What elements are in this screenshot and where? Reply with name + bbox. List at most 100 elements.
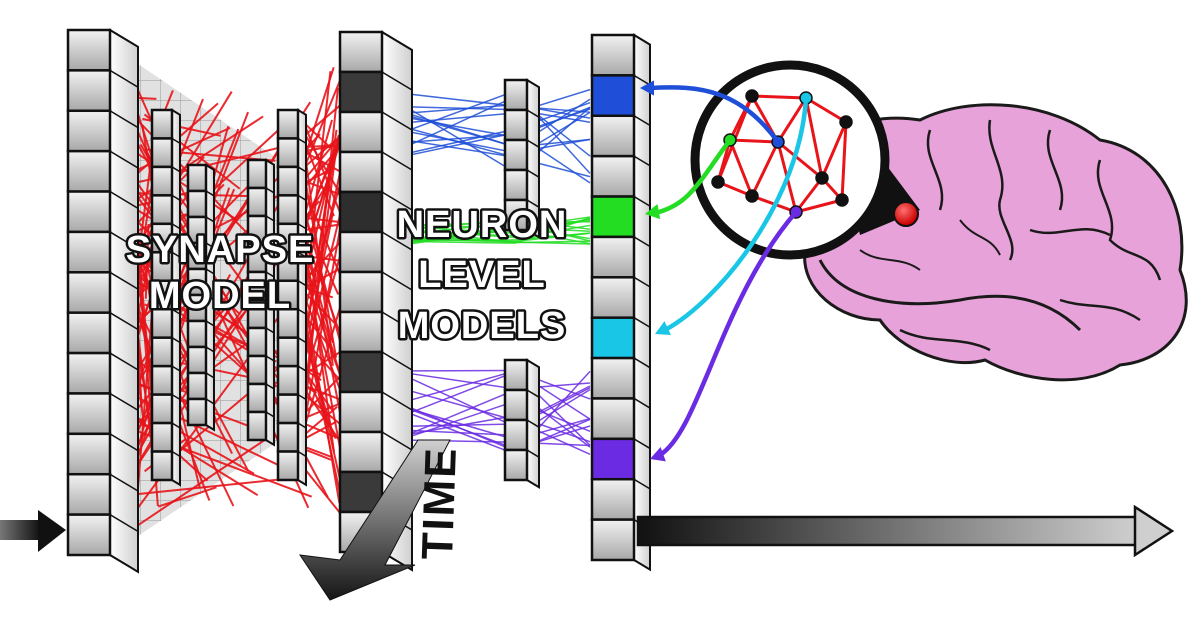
column-cell [503,108,529,142]
column-cell [150,393,174,425]
neuron-model-column-top [503,78,540,239]
column-cell [246,186,268,218]
column-cell [338,190,384,234]
column-cell [338,110,384,154]
column-cell [276,137,300,169]
neuron-label-line2: LEVEL [418,254,545,296]
column-cell [186,371,208,401]
column-cell [338,390,384,434]
time-arrow [298,439,451,601]
column-cell [66,109,112,153]
network-node [745,89,759,103]
column-cell [66,190,112,234]
column-cell [186,345,208,375]
neuron-label-line3: MODELS [398,305,567,347]
synapse-label-line2: MODEL [149,275,291,317]
column-cell [276,165,300,197]
column-cell [246,158,268,190]
column-cell [276,108,300,140]
column-cell [338,310,384,354]
column-cell [503,78,529,112]
column-cell [590,437,636,481]
column-cell [503,418,529,452]
column-cell [66,311,112,355]
column-cell [150,194,174,226]
synapse-inner-column-1 [150,108,181,487]
column-cell [338,230,384,274]
column-cell [276,450,300,482]
column-cell [66,513,112,557]
column-cell [503,168,529,202]
column-cell [276,421,300,453]
column-cell [66,69,112,113]
column-cell [186,319,208,349]
network-node [711,175,725,189]
column-cell [150,108,174,140]
column-cell [66,432,112,476]
cell-columns [66,28,651,574]
column-cell [66,351,112,395]
column-cell [150,137,174,169]
column-cell [590,235,636,279]
time-label: TIME [413,446,466,561]
neuron-label-line1: NEURON [397,204,568,246]
column-cell [66,149,112,193]
column-cell [590,518,636,562]
column-cell [338,70,384,114]
feedback-arrows [640,80,809,462]
column-cell [246,354,268,386]
brain-illustration [794,103,1188,382]
synapse-inner-column-3 [246,158,275,447]
column-cell [590,276,636,319]
network-node [815,171,829,185]
column-cell [590,477,636,521]
output-column [590,33,651,572]
column-cell [66,230,112,274]
column-cell [590,397,636,441]
column-cell [150,165,174,197]
column-cell [503,448,529,482]
column-cell [590,356,636,400]
column-cell [246,326,268,358]
column-cell [338,430,384,474]
input-column [66,28,139,574]
column-cell [338,270,384,314]
column-cell [338,350,384,394]
column-cell [150,450,174,482]
column-cell [590,154,636,198]
column-cell [246,410,268,442]
synapse-label-line1: SYNAPSE [126,229,315,271]
column-cell [186,163,208,193]
output-arrow [636,504,1175,558]
column-cell [503,388,529,422]
column-cell [338,30,384,74]
column-cell [503,198,529,232]
column-cell [590,316,636,360]
column-cell [66,271,112,314]
column-cell [66,28,112,72]
synapse-inner-column-4 [276,108,307,487]
network-node [839,115,853,129]
network-node [745,189,759,203]
column-cell [276,393,300,425]
network-node [835,193,849,207]
column-cell [246,382,268,414]
column-cell [150,336,174,368]
column-cell [276,194,300,226]
column-cell [338,150,384,194]
column-cell [276,364,300,396]
input-arrow [0,510,66,552]
column-cell [503,138,529,172]
column-cell [150,421,174,453]
column-cell [590,114,636,158]
column-cell [590,74,636,118]
column-cell [66,472,112,516]
column-cell [66,392,112,436]
column-cell [503,358,529,392]
column-cell [276,336,300,368]
column-cell [150,364,174,396]
column-cell [186,189,208,219]
column-cell [590,195,636,239]
magnifier [690,60,920,260]
